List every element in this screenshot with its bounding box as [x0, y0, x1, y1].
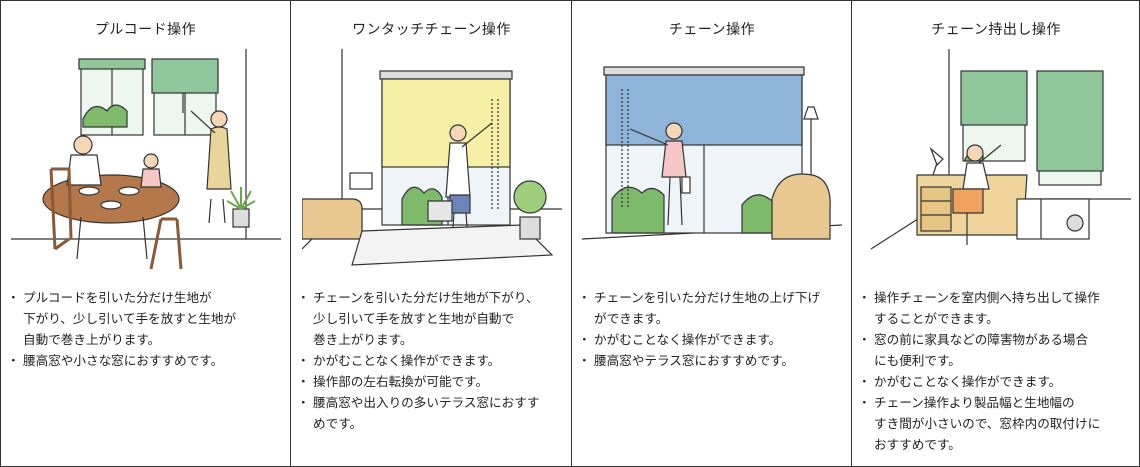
column-pull-cord: プルコード操作 [1, 1, 290, 466]
pull-cord-scene-image [10, 49, 281, 270]
column-title: プルコード操作 [94, 22, 197, 38]
feature-item: チェーンを引いた分だけ生地の上げ下げ ができます。 [578, 287, 844, 329]
feature-item: かがむことなく操作ができます。 [858, 371, 1132, 392]
feature-item: チェーンを引いた分だけ生地が下がり、 少し引いて手を放すと生地が自動で 巻き上が… [297, 287, 564, 350]
column-title: チェーン操作 [668, 22, 756, 38]
column-title: ワンタッチチェーン操作 [352, 22, 511, 38]
feature-item: チェーン操作より製品幅と生地幅の すき間が小さいので、窓枠内の取付けに おすすめ… [858, 392, 1132, 455]
feature-list: プルコードを引いた分だけ生地が 下がり、少し引いて手を放すと生地が 自動で巻き上… [7, 287, 282, 371]
one-touch-chain-scene-image [301, 49, 562, 266]
illustration-pull-cord [1, 49, 290, 279]
feature-item: かがむことなく操作ができます。 [297, 350, 564, 371]
chain-scene-image [582, 66, 842, 240]
feature-item: 操作部の左右転換が可能です。 [297, 371, 564, 392]
illustration-extended-chain [852, 49, 1140, 279]
feature-item: 腰高窓やテラス窓におすすめです。 [578, 350, 844, 371]
illustration-one-touch-chain [291, 49, 572, 279]
feature-list: チェーンを引いた分だけ生地が下がり、 少し引いて手を放すと生地が自動で 巻き上が… [297, 287, 564, 434]
feature-item: かがむことなく操作ができます。 [578, 329, 844, 350]
extended-chain-scene-image [870, 49, 1131, 250]
feature-list: 操作チェーンを室内側へ持ち出して操作 することができます。 窓の前に家具などの障… [858, 287, 1132, 455]
feature-item: 窓の前に家具などの障害物がある場合 にも便利です。 [858, 329, 1132, 371]
column-title: チェーン持出し操作 [931, 22, 1061, 38]
column-chain: チェーン操作 [571, 1, 852, 466]
feature-item: 腰高窓や小さな窓におすすめです。 [7, 350, 282, 371]
feature-item: 操作チェーンを室内側へ持ち出して操作 することができます。 [858, 287, 1132, 329]
column-one-touch-chain: ワンタッチチェーン操作 [290, 1, 572, 466]
illustration-chain [572, 49, 852, 279]
column-extended-chain: チェーン持出し操作 [851, 1, 1140, 466]
feature-item: 腰高窓や出入りの多いテラス窓におすす めです。 [297, 392, 564, 434]
feature-list: チェーンを引いた分だけ生地の上げ下げ ができます。 かがむことなく操作ができます… [578, 287, 844, 371]
feature-item: プルコードを引いた分だけ生地が 下がり、少し引いて手を放すと生地が 自動で巻き上… [7, 287, 282, 350]
